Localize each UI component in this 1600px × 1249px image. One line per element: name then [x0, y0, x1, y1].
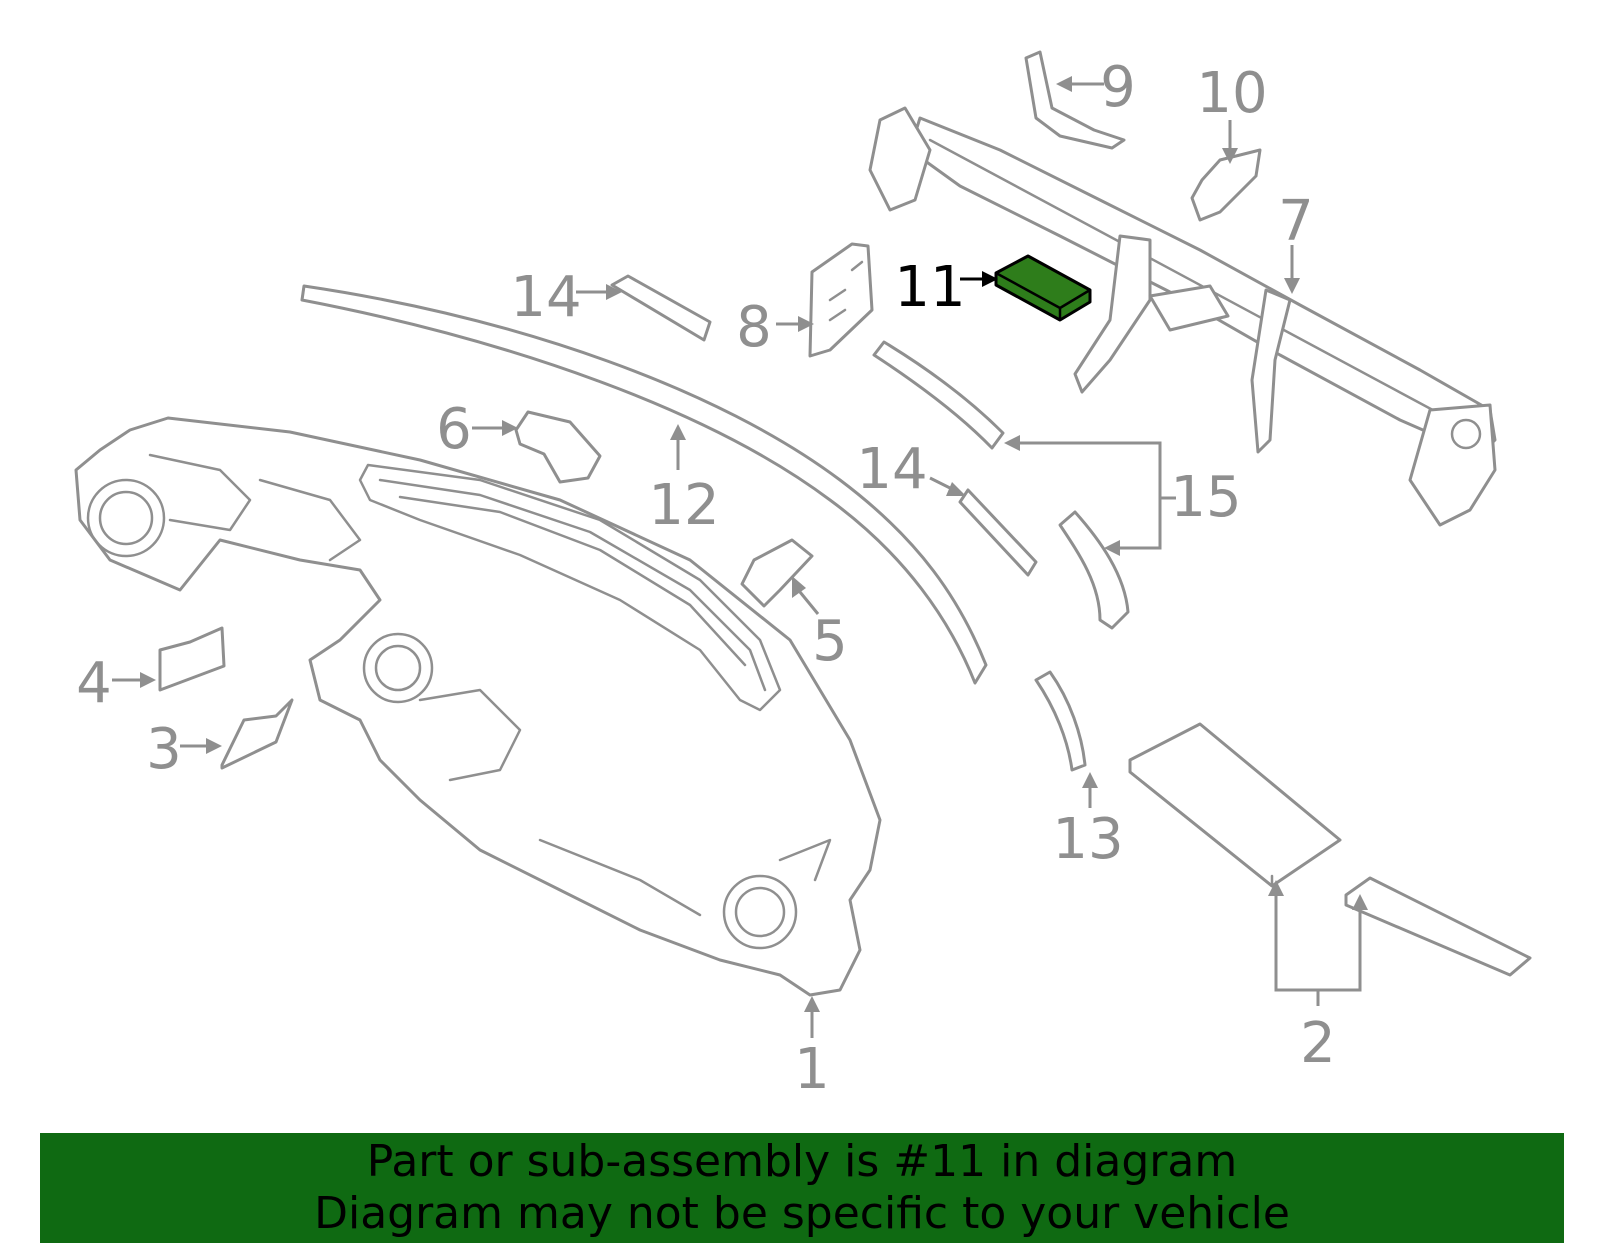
part-3-bracket: [220, 698, 294, 770]
part-12-trim-strip: [300, 284, 988, 685]
part-2-large-pad: [1128, 722, 1342, 888]
part-8-bracket: [808, 242, 874, 358]
info-banner: Part or sub-assembly is #11 in diagram D…: [40, 1133, 1564, 1243]
callout-2: 2: [1300, 1011, 1336, 1076]
part-14-upper-strip: [610, 274, 712, 342]
part-9-bracket: [1024, 50, 1126, 150]
part-1-instrument-panel: [74, 416, 882, 997]
part-14-lower-strip: [958, 488, 1038, 577]
callout-7: 7: [1278, 189, 1314, 254]
part-4-bracket: [158, 626, 226, 692]
callout-14-lower: 14: [856, 437, 927, 502]
callout-5: 5: [812, 609, 848, 674]
part-10-bracket: [1190, 148, 1262, 222]
part-2-small-pad: [1344, 876, 1532, 977]
part-15-upper-strip: [872, 340, 1005, 450]
banner-line-2: Diagram may not be specific to your vehi…: [314, 1188, 1290, 1239]
callout-3: 3: [146, 717, 182, 782]
callout-9: 9: [1100, 55, 1136, 120]
callout-12: 12: [648, 473, 719, 538]
callout-11: 11: [894, 255, 965, 320]
banner-line-1: Part or sub-assembly is #11 in diagram: [366, 1136, 1238, 1187]
parts-diagram: 1 2 3 4 5 6 7 8 9 10 11 12 13 14 14 15: [74, 50, 1532, 1102]
part-15-lower-strip: [1058, 510, 1130, 630]
callout-6: 6: [436, 397, 472, 462]
part-5-bracket: [740, 538, 814, 608]
callout-1: 1: [794, 1037, 830, 1102]
callout-10: 10: [1196, 61, 1267, 126]
callout-8: 8: [736, 295, 772, 360]
part-6-bracket: [514, 410, 602, 484]
callout-4: 4: [76, 651, 112, 716]
callout-14-upper: 14: [510, 265, 581, 330]
callout-13: 13: [1052, 807, 1123, 872]
part-7-cross-car-beam: [868, 106, 1497, 527]
part-13-strip: [1034, 670, 1087, 772]
part-11-highlighted-pad: [994, 254, 1092, 322]
callout-15: 15: [1170, 465, 1241, 530]
